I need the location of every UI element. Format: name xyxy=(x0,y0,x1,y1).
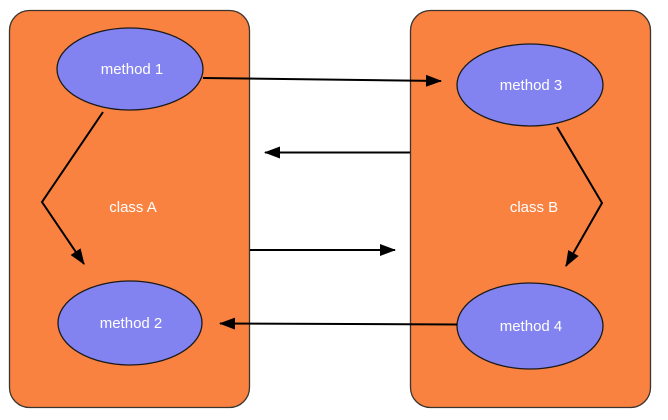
arrow-method3-to-method4 xyxy=(556,126,604,267)
method-3-label: method 3 xyxy=(500,77,563,94)
method-4-label: method 4 xyxy=(500,318,563,335)
method-1-node xyxy=(56,27,204,111)
class-b-label: class B xyxy=(510,199,558,216)
method-2-node xyxy=(57,280,203,366)
method-4-node xyxy=(456,282,604,370)
method-1-label: method 1 xyxy=(101,61,164,78)
arrow-method1-to-method3 xyxy=(202,74,442,87)
method-3-node xyxy=(456,43,604,127)
arrow-method1-to-method2 xyxy=(40,111,104,265)
arrow-method4-to-method2 xyxy=(219,317,458,330)
class-a-label: class A xyxy=(109,199,157,216)
method-2-label: method 2 xyxy=(100,315,163,332)
